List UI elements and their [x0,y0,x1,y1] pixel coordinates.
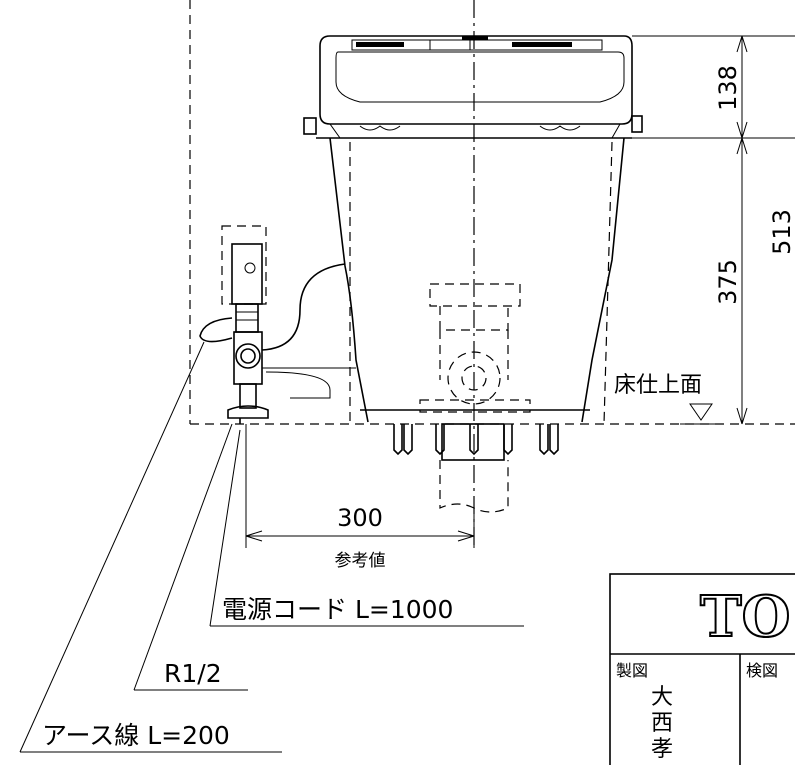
water-supply-valve [199,225,356,424]
title-brand: TO [700,584,790,650]
drawn-by-label: 製図 [616,661,648,680]
drawer-name-char-2: 西 [651,711,673,736]
floor-level-symbol [689,403,713,421]
pipe-thread-callout: R1/2 [164,659,222,688]
horizontal-dimension: 300 参考値 [245,424,475,571]
dimension-offset: 300 [337,504,383,532]
earth-wire-callout: アース線 L=200 [42,721,230,750]
drawer-name-char-1: 大 [651,685,673,710]
toilet-body [329,137,625,513]
power-cord-callout: 電源コード L=1000 [222,595,453,624]
reference-lines [189,0,795,545]
dimension-offset-note: 参考値 [335,551,386,571]
dimension-total-height: 513 [768,209,795,255]
floor-finish-label: 床仕上面 [614,373,702,398]
anchor-bolts [393,424,559,456]
title-block: TO 製図 検図 大 西 孝 [609,573,795,765]
drawer-name-char-3: 孝 [651,737,673,762]
toilet-lid [303,35,643,139]
vertical-dimensions: 138 375 513 [632,35,795,425]
dimension-lid-height: 138 [714,65,742,111]
checked-by-label: 検図 [746,661,778,680]
dimension-bowl-height: 375 [714,259,742,305]
leader-lines [19,341,524,753]
